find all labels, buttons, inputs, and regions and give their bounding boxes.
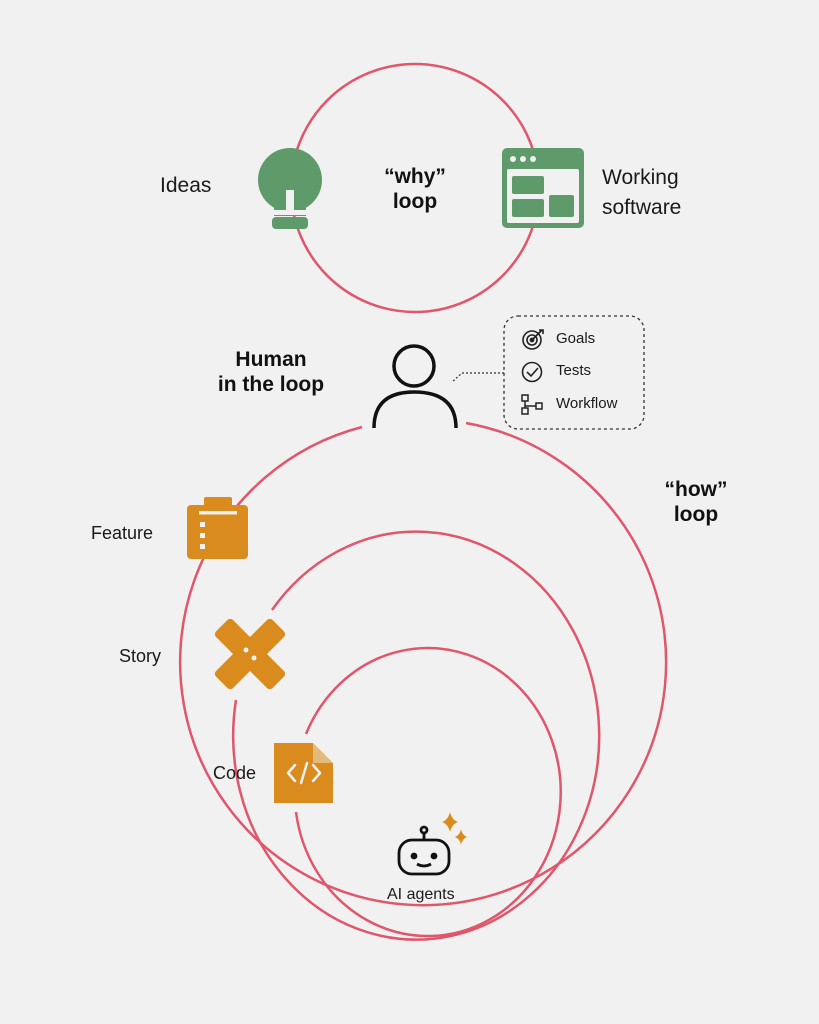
callout-pointer bbox=[451, 372, 504, 383]
browser-window-icon bbox=[502, 148, 584, 228]
working-software-line2: software bbox=[602, 195, 682, 219]
working-software-label: Working software bbox=[602, 163, 681, 223]
why-loop-title: “why” loop bbox=[365, 164, 465, 214]
callout-box bbox=[503, 315, 645, 430]
goals-label: Goals bbox=[556, 330, 596, 347]
feature-level-arc bbox=[231, 530, 601, 941]
how-loop-outer-arc bbox=[178, 421, 668, 907]
target-icon bbox=[522, 329, 544, 350]
how-loop-title: “how” loop bbox=[646, 477, 746, 527]
ideas-label: Ideas bbox=[160, 174, 212, 197]
clipboard-icon bbox=[187, 497, 248, 559]
how-loop-title-line2: loop bbox=[673, 503, 719, 527]
why-loop-title-line1: “why” bbox=[384, 165, 446, 188]
robot-icon bbox=[397, 825, 451, 876]
feature-label: Feature bbox=[91, 523, 154, 543]
why-loop-title-line2: loop bbox=[392, 190, 438, 214]
ai-agents-label: AI agents bbox=[387, 886, 455, 903]
human-label-line1: Human bbox=[235, 348, 307, 371]
callout-item-workflow: Workflow bbox=[550, 395, 617, 412]
workflow-icon bbox=[521, 394, 543, 415]
lightbulb-icon bbox=[258, 148, 322, 229]
human-icon bbox=[372, 344, 458, 429]
story-label: Story bbox=[119, 646, 162, 666]
callout-item-goals: Goals bbox=[550, 330, 595, 347]
how-loop-title-line1: “how” bbox=[664, 478, 728, 501]
human-in-the-loop-label: Human in the loop bbox=[196, 347, 346, 397]
bandage-icon bbox=[214, 618, 286, 690]
sparkle-icon bbox=[442, 812, 467, 845]
check-circle-icon bbox=[521, 361, 543, 383]
tests-label: Tests bbox=[556, 362, 592, 379]
working-software-line1: Working bbox=[602, 166, 679, 189]
workflow-label: Workflow bbox=[556, 395, 618, 412]
callout-item-tests: Tests bbox=[550, 362, 591, 379]
story-level-arc bbox=[294, 646, 562, 938]
code-file-icon bbox=[274, 743, 333, 803]
human-label-line2: in the loop bbox=[217, 373, 325, 397]
code-label: Code bbox=[213, 763, 257, 783]
